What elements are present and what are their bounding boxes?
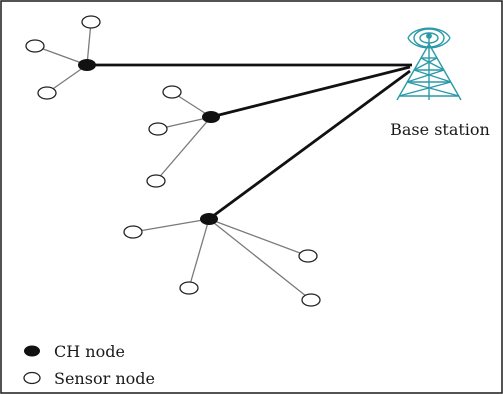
sensor-node bbox=[179, 281, 199, 295]
sensor-node bbox=[148, 122, 168, 136]
backbone-link-2 bbox=[210, 65, 411, 119]
legend-sensor-swatch bbox=[23, 371, 41, 385]
base-station-tower-icon bbox=[396, 27, 462, 101]
legend: CH node Sensor node bbox=[23, 342, 155, 388]
base-station-label: Base station bbox=[390, 120, 490, 139]
member-link bbox=[86, 21, 92, 66]
legend-ch-swatch bbox=[24, 345, 40, 357]
member-link bbox=[155, 116, 212, 182]
sensor-nodes bbox=[25, 15, 321, 307]
ch-node bbox=[200, 213, 218, 225]
sensor-node bbox=[298, 249, 318, 263]
sensor-node bbox=[162, 85, 182, 99]
member-link bbox=[34, 45, 88, 66]
member-link bbox=[132, 218, 210, 233]
legend-ch-label: CH node bbox=[54, 342, 125, 361]
legend-sensor-label: Sensor node bbox=[54, 369, 155, 388]
sensor-node bbox=[123, 225, 143, 239]
ch-node bbox=[78, 59, 96, 71]
sensor-node bbox=[146, 174, 166, 188]
backbone-links bbox=[87, 63, 412, 221]
sensor-node bbox=[25, 39, 45, 53]
member-link bbox=[208, 218, 309, 257]
ch-nodes bbox=[78, 59, 220, 225]
member-link bbox=[188, 218, 210, 289]
backbone-link-3 bbox=[208, 69, 411, 221]
member-link bbox=[208, 218, 312, 301]
ch-node bbox=[202, 111, 220, 123]
sensor-node bbox=[37, 86, 57, 100]
sensor-node bbox=[301, 293, 321, 307]
sensor-node bbox=[81, 15, 101, 29]
